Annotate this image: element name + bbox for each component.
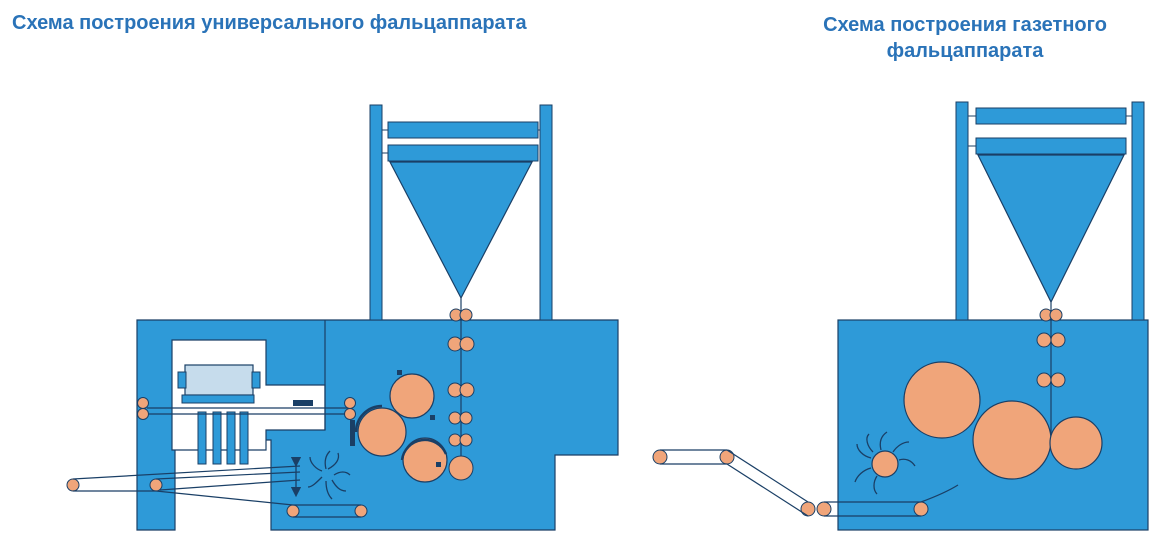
universal-frame-right-post <box>539 104 553 321</box>
newspaper-former-funnel <box>977 154 1125 304</box>
newspaper-frame-right-post <box>1131 101 1145 321</box>
delivery-drum <box>184 364 254 396</box>
universal-former-funnel <box>389 161 533 300</box>
collect-cylinder <box>389 373 435 419</box>
newspaper-frame-left-post <box>955 101 969 321</box>
newspaper-cutting-cylinder <box>972 400 1052 480</box>
newspaper-folding-cylinder <box>903 361 981 439</box>
spiral-fan-icon <box>854 431 916 495</box>
title-newspaper-folder: Схема построения газетного фальцаппарата <box>823 14 1107 62</box>
title-universal-folder: Схема построения универсального фальцапп… <box>12 12 527 34</box>
spiral-fan-icon <box>307 450 351 500</box>
newspaper-folder-scheme <box>652 101 1149 531</box>
universal-frame-left-post <box>369 104 383 321</box>
folding-cylinder <box>357 407 407 457</box>
universal-folder-scheme <box>66 104 619 531</box>
newspaper-collect-cylinder <box>1049 416 1103 470</box>
